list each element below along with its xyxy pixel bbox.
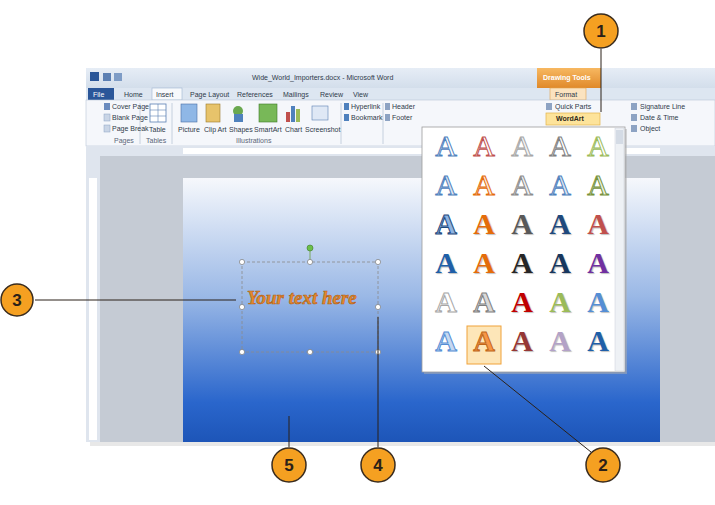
wordart-style: A bbox=[580, 248, 616, 278]
wordart-style: A bbox=[428, 248, 464, 278]
window-title: Wide_World_Importers.docx - Microsoft Wo… bbox=[252, 74, 393, 81]
wordart-style: A bbox=[428, 326, 464, 356]
wordart-style: A bbox=[580, 326, 616, 356]
wordart-style: A bbox=[580, 170, 616, 200]
ribbon-command: WordArt bbox=[556, 115, 584, 122]
wordart-style: A bbox=[466, 131, 502, 161]
ribbon-tab: Format bbox=[555, 91, 577, 98]
wordart-style: A bbox=[466, 248, 502, 278]
context-tab-title: Drawing Tools bbox=[543, 74, 591, 81]
ribbon-tab: Home bbox=[124, 91, 143, 98]
wordart-style: A bbox=[542, 248, 578, 278]
wordart-style: A bbox=[504, 170, 540, 200]
ribbon-command: Page Break bbox=[112, 125, 149, 132]
ribbon-tab: View bbox=[353, 91, 368, 98]
wordart-style: A bbox=[504, 248, 540, 278]
wordart-style: A bbox=[504, 287, 540, 317]
wordart-style: A bbox=[542, 326, 578, 356]
wordart-style: A bbox=[542, 131, 578, 161]
wordart-style: A bbox=[504, 209, 540, 239]
ribbon-group-label: Illustrations bbox=[236, 137, 271, 144]
ribbon-tab: References bbox=[237, 91, 273, 98]
ribbon-command: Date & Time bbox=[640, 114, 679, 121]
ribbon-tab: Review bbox=[320, 91, 343, 98]
wordart-text: Your text here bbox=[247, 288, 357, 307]
callout-number: 4 bbox=[373, 457, 382, 474]
wordart-style: A bbox=[542, 287, 578, 317]
callout-number: 5 bbox=[284, 457, 293, 474]
wordart-style: A bbox=[466, 326, 502, 356]
wordart-style: A bbox=[466, 209, 502, 239]
ribbon-command: Hyperlink bbox=[351, 103, 380, 110]
ribbon-command: Signature Line bbox=[640, 103, 685, 110]
ribbon-tab: Insert bbox=[156, 91, 174, 98]
ribbon-command: Footer bbox=[392, 114, 412, 121]
ribbon-group-label: Tables bbox=[146, 137, 166, 144]
wordart-style: A bbox=[428, 209, 464, 239]
wordart-style: A bbox=[580, 131, 616, 161]
ribbon-command: Picture bbox=[178, 126, 200, 133]
ribbon-command: Blank Page bbox=[112, 114, 148, 121]
ribbon-command: SmartArt bbox=[254, 126, 282, 133]
ribbon-command: Table bbox=[149, 126, 166, 133]
ribbon-tab: Mailings bbox=[283, 91, 309, 98]
ribbon-command: Quick Parts bbox=[555, 103, 591, 110]
wordart-style: A bbox=[504, 131, 540, 161]
callout-number: 2 bbox=[598, 457, 607, 474]
wordart-style: A bbox=[428, 287, 464, 317]
ribbon-command: Bookmark bbox=[351, 114, 383, 121]
callout-number: 1 bbox=[596, 23, 605, 40]
wordart-style: A bbox=[428, 170, 464, 200]
ribbon-command: Shapes bbox=[229, 126, 253, 133]
callout-number: 3 bbox=[12, 292, 21, 309]
wordart-style: A bbox=[542, 209, 578, 239]
ribbon-tab: File bbox=[93, 91, 104, 98]
wordart-style: A bbox=[428, 131, 464, 161]
ribbon-group-label: Pages bbox=[114, 137, 134, 144]
wordart-style: A bbox=[542, 170, 578, 200]
wordart-style: A bbox=[466, 170, 502, 200]
wordart-style: A bbox=[466, 287, 502, 317]
ribbon-command: Screenshot bbox=[305, 126, 340, 133]
wordart-style: A bbox=[580, 209, 616, 239]
ribbon-command: Cover Page bbox=[112, 103, 149, 110]
ribbon-command: Object bbox=[640, 125, 660, 132]
wordart-style: A bbox=[504, 326, 540, 356]
wordart-style: A bbox=[580, 287, 616, 317]
ribbon-command: Header bbox=[392, 103, 415, 110]
ribbon-tab: Page Layout bbox=[190, 91, 229, 98]
ribbon-command: Clip Art bbox=[204, 126, 227, 133]
ribbon-command: Chart bbox=[285, 126, 302, 133]
